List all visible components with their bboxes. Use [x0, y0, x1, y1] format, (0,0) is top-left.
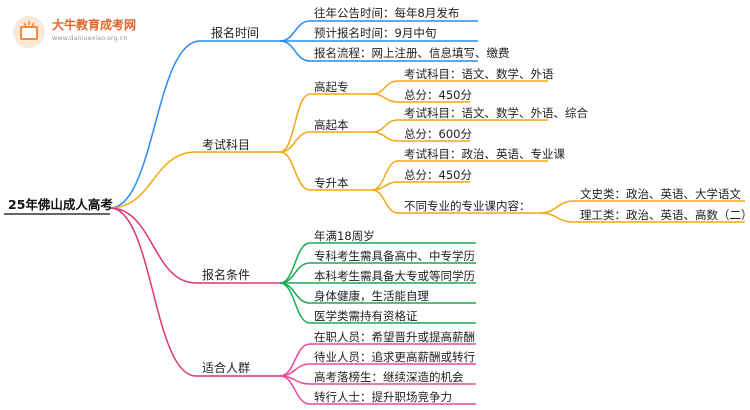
group-node: 专升本	[314, 176, 349, 190]
leaf-connector	[371, 93, 399, 103]
branch-connector	[109, 151, 197, 209]
leaf-node: 总分：600分	[404, 127, 472, 141]
group-node: 高起专	[314, 80, 349, 94]
leaf-connector	[371, 80, 399, 95]
leaf-connector	[279, 262, 311, 284]
leaf-node: 高考落榜生：继续深造的机会	[314, 370, 464, 384]
leaf-connector	[279, 375, 311, 405]
logo-name: 大牛教育成考网	[52, 18, 137, 32]
leaf-connector	[279, 282, 311, 304]
logo-book-icon	[13, 16, 45, 48]
root-node: 25年佛山成人高考	[8, 197, 113, 212]
leaf-node: 考试科目：政治、英语、专业课	[404, 147, 565, 161]
leaf-node: 往年公告时间：每年8月发布	[314, 6, 460, 20]
leaf-connector	[279, 282, 311, 324]
group-connector	[279, 93, 311, 153]
branch-connector	[109, 207, 197, 377]
leaf-node: 理工类：政治、英语、高数（二）	[580, 208, 750, 222]
logo: 大牛教育成考网 www.daniuexiao.org.cn	[8, 12, 168, 52]
leaf-node: 总分：450分	[404, 88, 472, 102]
leaf-connector	[539, 212, 575, 223]
branch-requirements: 报名条件	[202, 268, 251, 282]
leaf-connector	[371, 131, 399, 142]
leaf-node: 考试科目：语文、数学、外语	[404, 67, 554, 81]
leaf-node: 报名流程：网上注册、信息填写、缴费	[314, 46, 510, 60]
group-node: 高起本	[314, 118, 349, 132]
leaf-node: 考试科目：语文、数学、外语、综合	[404, 106, 588, 120]
leaf-node: 专科考生需具备高中、中专学历	[314, 249, 475, 263]
leaf-node: 年满18周岁	[314, 229, 375, 243]
branch-exam-subjects: 考试科目	[202, 138, 251, 152]
group-connector	[279, 151, 311, 191]
leaf-connector	[371, 189, 399, 214]
leaf-node: 本科考生需具备大专或等同学历	[314, 269, 475, 283]
branch-connector	[109, 40, 201, 209]
group-connector	[279, 131, 311, 153]
leaf-connector	[279, 40, 311, 62]
leaf-node: 待业人员：追求更高薪酬或转行	[314, 350, 475, 364]
leaf-connector	[279, 20, 311, 42]
leaf-node: 医学类需持有资格证	[314, 309, 418, 323]
leaf-node: 预计报名时间：9月中旬	[314, 26, 437, 40]
subgroup-node: 不同专业的专业课内容：	[404, 199, 531, 213]
leaf-node: 总分：450分	[404, 168, 472, 182]
leaf-connector	[279, 343, 311, 377]
leaf-connector	[539, 200, 575, 214]
leaf-node: 身体健康，生活能自理	[314, 289, 429, 303]
leaf-connector	[371, 119, 399, 133]
logo-url: www.daniuexiao.org.cn	[52, 34, 128, 42]
leaf-node: 文史类：政治、英语、大学语文	[580, 187, 741, 201]
branch-target-groups: 适合人群	[202, 361, 251, 375]
branch-connector	[109, 207, 197, 284]
branch-signup-time: 报名时间	[211, 26, 260, 40]
leaf-node: 转行人士：提升职场竞争力	[314, 390, 452, 404]
leaf-node: 在职人员：希望晋升或提高薪酬	[314, 330, 475, 344]
